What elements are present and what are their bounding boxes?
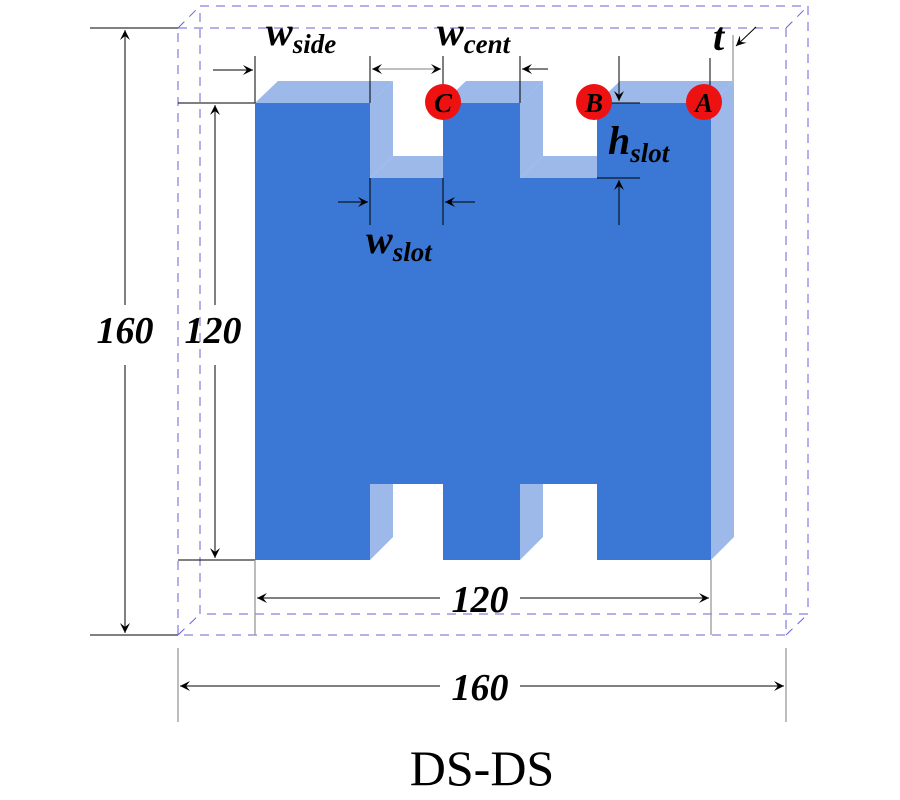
point-marker-b: B: [576, 84, 612, 120]
plate-width-label: 120: [452, 579, 509, 621]
w-side-label: wside: [266, 9, 336, 59]
plate-height-label: 120: [185, 310, 242, 352]
w-cent-label: wcent: [437, 9, 512, 59]
point-marker-a: A: [686, 84, 722, 120]
svg-text:B: B: [584, 88, 603, 118]
w-slot-label: wslot: [366, 217, 433, 267]
bounding-box: [177, 5, 809, 636]
outer-height-label: 160: [97, 310, 154, 352]
thickness-label: t: [713, 14, 726, 59]
extension-lines: [90, 27, 787, 722]
outer-width-label: 160: [452, 667, 509, 709]
dimension-arrows: [120, 26, 784, 691]
svg-text:C: C: [434, 88, 453, 118]
svg-text:A: A: [693, 88, 713, 118]
diagram-title: DS-DS: [410, 740, 554, 796]
h-slot-label: hslot: [608, 118, 671, 168]
point-marker-c: C: [425, 84, 461, 120]
